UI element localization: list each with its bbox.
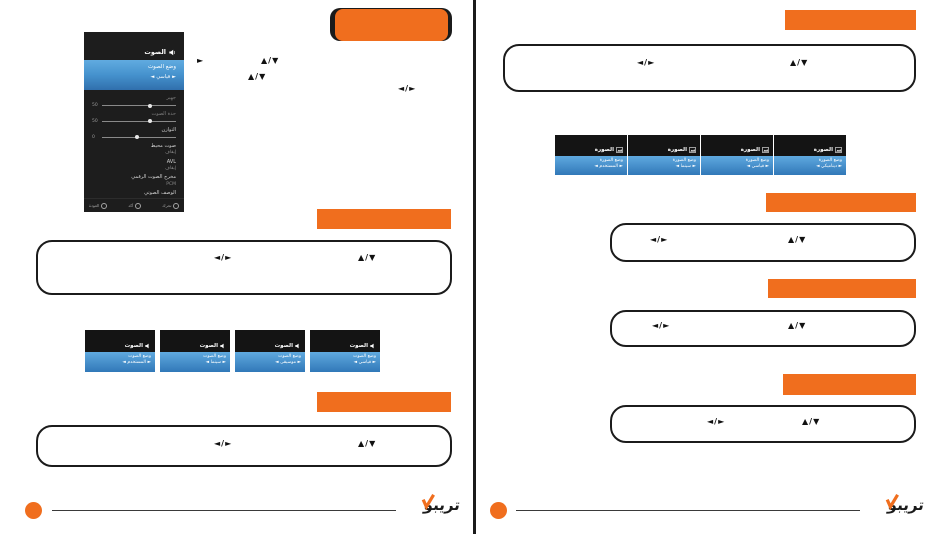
up-down-keys: ▲/▼ (790, 58, 809, 67)
instruction-box: ◄/► ▲/▼ (610, 223, 916, 262)
sound-menu-title: الصوت (144, 47, 166, 56)
picture-menu-thumbnail: الصورة وضع الصورة ◄المستخدم► (555, 135, 627, 175)
menu-hint-bar: تحرك أكد العودة (84, 198, 184, 212)
play-key-symbol: ► (197, 56, 205, 65)
right-arrow-icon: ► (222, 360, 226, 365)
menu-item-audio-description: الوصف الصوتي (144, 190, 176, 197)
instruction-box: ◄/► ▲/▼ (36, 425, 452, 467)
speaker-icon (370, 343, 376, 349)
section-header-bar (317, 392, 451, 412)
left-arrow-icon: ◄ (816, 164, 820, 169)
treble-slider (102, 119, 176, 124)
up-down-keys: ▲/▼ (261, 56, 280, 65)
up-down-keys: ▲/▼ (788, 321, 807, 330)
picture-icon (689, 147, 696, 153)
picture-menu-thumbnail: الصورة وضع الصورة ◄قياسي► (701, 135, 773, 175)
up-down-keys: ▲/▼ (358, 439, 377, 448)
balance-slider (102, 135, 176, 140)
page-divider (473, 0, 476, 534)
sound-menu-thumbnail: الصوت وضع الصوت ◄سينما► (160, 330, 230, 372)
section-header-bar (785, 10, 916, 30)
left-arrow-icon: ◄ (150, 73, 155, 80)
sound-mode-label: وضع الصوت (148, 64, 176, 70)
logo-check-icon (421, 494, 435, 510)
picture-menu-thumbnail: الصورة وضع الصورة ◄ديناميكي► (774, 135, 846, 175)
page-number-dot (490, 502, 507, 519)
sound-menu-header: الصوت (84, 32, 184, 60)
instruction-box: ◄/► ▲/▼ (503, 44, 916, 92)
speaker-icon (145, 343, 151, 349)
instruction-box: ◄/► ▲/▼ (610, 405, 916, 443)
left-right-keys: ◄/► (707, 417, 726, 426)
sound-menu-selected-row: وضع الصوت ◄ قياسي ► (84, 60, 184, 90)
menu-item-treble: حدة الصوت 50 (92, 110, 176, 124)
navigate-icon (173, 202, 179, 209)
left-right-keys: ◄/► (650, 235, 669, 244)
left-right-keys: ◄/► (214, 439, 233, 448)
menu-item-avl: AVL إيقاف (165, 158, 176, 172)
back-icon (100, 202, 107, 209)
picture-menu-thumbnail: الصورة وضع الصورة ◄سينما► (628, 135, 700, 175)
left-right-keys: ◄/► (637, 58, 656, 67)
brand-logo: تريبو (862, 494, 925, 520)
menu-item-balance: التوازن 0 (92, 126, 176, 140)
ok-icon (134, 202, 141, 209)
section-header-bar (768, 279, 916, 298)
left-arrow-icon: ◄ (205, 360, 210, 365)
picture-icon (835, 147, 842, 153)
menu-item-surround: صوت محيط إيقاف (150, 142, 176, 156)
logo-check-icon (885, 494, 899, 510)
up-down-keys: ▲/▼ (788, 235, 807, 244)
menu-item-bass: جهير 50 (92, 95, 176, 108)
left-right-keys: ◄/► (214, 253, 233, 262)
left-arrow-icon: ◄ (594, 164, 598, 169)
right-arrow-icon: ► (765, 164, 769, 169)
section-header-bar (766, 193, 916, 212)
footer-rule (516, 510, 860, 511)
instruction-box: ◄/► ▲/▼ (610, 310, 916, 347)
instruction-box: ◄/► ▲/▼ (36, 240, 452, 295)
right-arrow-icon: ► (372, 360, 376, 365)
right-arrow-icon: ► (172, 73, 176, 80)
up-down-keys: ▲/▼ (358, 253, 377, 262)
left-arrow-icon: ◄ (353, 360, 358, 365)
sound-menu-thumbnail: الصوت وضع الصوت ◄قياسي► (310, 330, 380, 372)
up-down-keys: ▲/▼ (248, 72, 267, 81)
page-number-dot (25, 502, 42, 519)
left-arrow-icon: ◄ (675, 164, 680, 169)
right-arrow-icon: ► (838, 164, 842, 169)
speaker-icon (220, 343, 226, 349)
right-arrow-icon: ► (297, 360, 301, 365)
sound-menu-thumbnail: الصوت وضع الصوت ◄موسيقى► (235, 330, 305, 372)
picture-icon (616, 147, 623, 153)
right-arrow-icon: ► (692, 164, 696, 169)
section-header-bar (783, 374, 916, 395)
brand-logo: تريبو (398, 494, 461, 520)
left-arrow-icon: ◄ (746, 164, 751, 169)
left-arrow-icon: ◄ (275, 360, 279, 365)
menu-item-digital-audio-out: مخرج الصوت الرقمي PCM (131, 174, 176, 188)
up-down-keys: ▲/▼ (802, 417, 821, 426)
speaker-icon (169, 49, 176, 56)
sound-mode-value: قياسي (156, 73, 171, 80)
right-arrow-icon: ► (147, 360, 151, 365)
sound-menu-screenshot: الصوت وضع الصوت ◄ قياسي ► جهير 50 حدة ال… (84, 32, 184, 212)
sound-menu-thumbnail: الصوت وضع الصوت ◄المستخدم► (85, 330, 155, 372)
chapter-tab (335, 9, 448, 41)
left-right-keys: ◄/► (398, 84, 417, 93)
right-arrow-icon: ► (619, 164, 623, 169)
footer-rule (52, 510, 396, 511)
bass-slider (102, 103, 176, 108)
left-right-keys: ◄/► (652, 321, 671, 330)
left-arrow-icon: ◄ (122, 360, 126, 365)
speaker-icon (295, 343, 301, 349)
section-header-bar (317, 209, 451, 229)
picture-icon (762, 147, 769, 153)
